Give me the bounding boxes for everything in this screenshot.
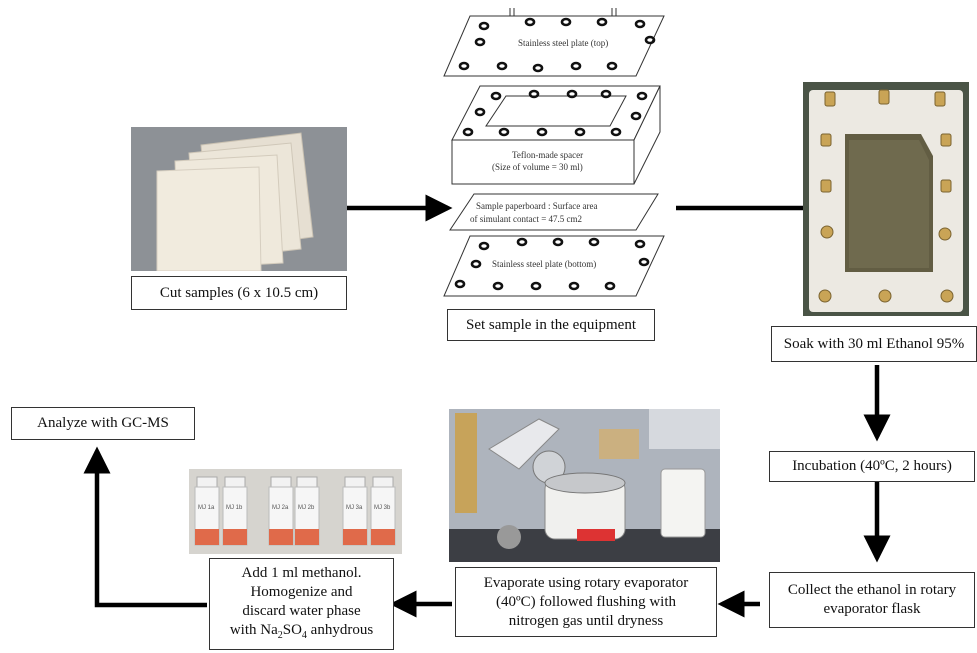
vial [222, 476, 248, 546]
sample-label-2: of simulant contact = 47.5 cm2 [470, 214, 582, 224]
step-add-label-4: with Na2SO4 anhydrous [229, 621, 374, 641]
step-analyze: Analyze with GC-MS [11, 407, 195, 440]
spacer-label-2: (Size of volume = 30 ml) [492, 162, 583, 172]
sample-label-1: Sample paperboard : Surface area [476, 201, 597, 211]
step-set-sample: Set sample in the equipment [447, 309, 655, 341]
step-collect-label-1: Collect the ethanol in rotary [787, 582, 957, 598]
bottom-plate-label: Stainless steel plate (bottom) [492, 259, 596, 269]
bottom-plate: Stainless steel plate (bottom) [443, 235, 665, 297]
vial [294, 476, 320, 546]
step-analyze-label: Analyze with GC-MS [37, 415, 169, 431]
vial-label: MJ 2b [298, 505, 315, 511]
step-incubation: Incubation (40ºC, 2 hours) [769, 451, 975, 482]
step-add-label-1: Add 1 ml methanol. [241, 564, 362, 581]
step-evaporate-label-2: (40ºC) followed flushing with [495, 593, 677, 610]
vial [268, 476, 294, 546]
top-plate-label: Stainless steel plate (top) [518, 38, 608, 48]
teflon-spacer: Teflon-made spacer (Size of volume = 30 … [451, 85, 661, 185]
step-add-label-2: Homogenize and [250, 583, 353, 600]
vial [370, 476, 396, 546]
sample-paperboard: Sample paperboard : Surface area of simu… [449, 193, 659, 231]
paper-sheets-illustration [131, 127, 347, 271]
step-collect: Collect the ethanol in rotary evaporator… [769, 572, 975, 628]
step-soak-label: Soak with 30 ml Ethanol 95% [783, 335, 965, 352]
vials-illustration: MJ 1a MJ 1b MJ 2a MJ 2b MJ 3a MJ 3b [189, 469, 402, 554]
rotary-evaporator-photo [449, 409, 720, 562]
top-plate: Stainless steel plate (top) [443, 8, 665, 77]
cut-samples-photo [131, 127, 347, 271]
spacer-label-1: Teflon-made spacer [512, 150, 583, 160]
step-evaporate-label-1: Evaporate using rotary evaporator [483, 574, 689, 591]
step-collect-label-2: evaporator flask [823, 601, 921, 617]
vial-label: MJ 3a [346, 505, 363, 511]
rotary-evaporator-illustration [449, 409, 720, 562]
vial-label: MJ 2a [272, 505, 289, 511]
soak-device-photo [803, 82, 969, 316]
teflon-block-illustration [803, 82, 969, 316]
step-evaporate-label-3: nitrogen gas until dryness [508, 612, 664, 629]
vial-label: MJ 3b [374, 505, 391, 511]
step-incubation-label: Incubation (40ºC, 2 hours) [792, 458, 952, 474]
vial-label: MJ 1a [198, 505, 215, 511]
vial [194, 476, 220, 546]
vial-label: MJ 1b [226, 505, 243, 511]
step-add-label-3: discard water phase [242, 602, 361, 619]
vials-photo: MJ 1a MJ 1b MJ 2a MJ 2b MJ 3a MJ 3b [189, 469, 402, 554]
step-evaporate: Evaporate using rotary evaporator (40ºC)… [455, 567, 717, 637]
step-cut-samples: Cut samples (6 x 10.5 cm) [131, 276, 347, 310]
step-add-methanol: Add 1 ml methanol. Homogenize and discar… [209, 558, 394, 650]
step-cut-samples-label: Cut samples (6 x 10.5 cm) [159, 284, 319, 301]
step-set-sample-label: Set sample in the equipment [466, 316, 636, 333]
vial [342, 476, 368, 546]
apparatus-exploded-diagram: Stainless steel plate (top) Teflon-made … [443, 8, 665, 297]
step-soak: Soak with 30 ml Ethanol 95% [771, 326, 977, 362]
